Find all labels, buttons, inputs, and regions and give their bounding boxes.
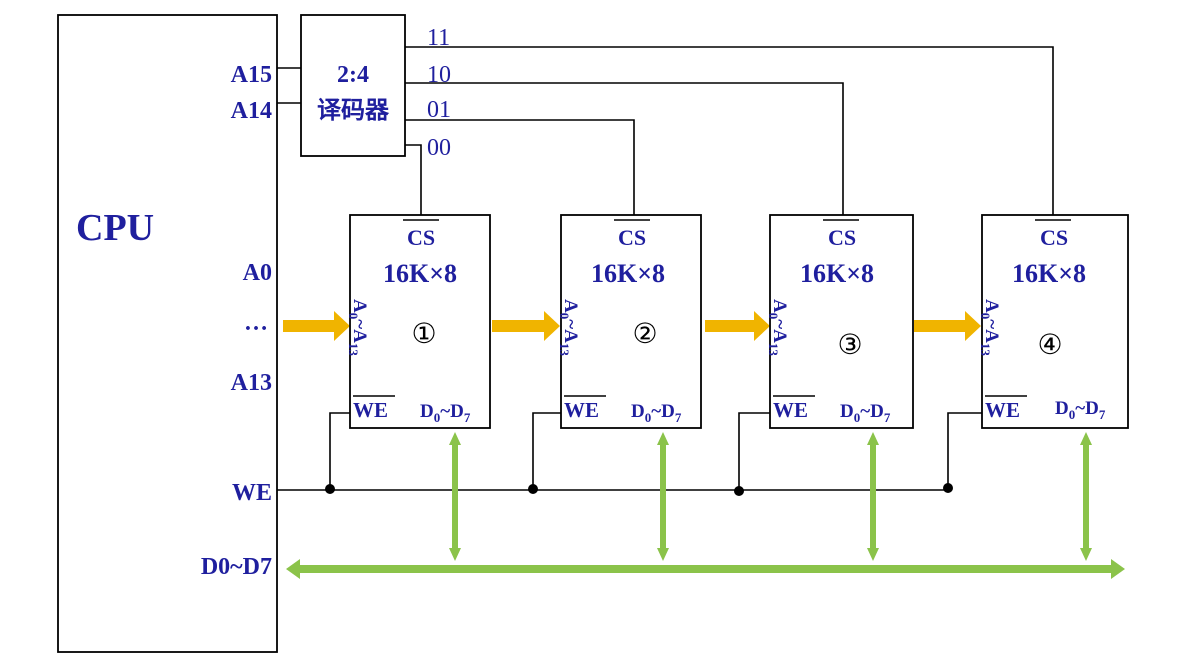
decoder-block: 2:4 译码器 11 10 01 00: [300, 14, 451, 161]
chip-cs-label: CS: [1040, 225, 1068, 250]
pin-a14-label: A14: [231, 98, 272, 124]
decoder-output-00: 00: [427, 135, 451, 161]
data-bus-arrow-up-2: [657, 432, 669, 445]
we-junction-4: [943, 483, 953, 493]
data-bus: [286, 432, 1125, 579]
chip-number: ①: [411, 317, 436, 350]
chip-we-label: WE: [773, 398, 808, 422]
memory-chip-4: CS 16K×8 ④ A0~A13 WE D0~D7: [978, 214, 1129, 429]
svg-text:A0~A13: A0~A13: [557, 299, 581, 356]
address-arrow-3: [705, 311, 770, 341]
address-arrow-4: [914, 311, 981, 341]
decoder-ratio: 2:4: [337, 62, 369, 88]
chip-data-label: D0~D7: [840, 401, 891, 425]
cpu-title: CPU: [76, 207, 154, 249]
we-bus: [277, 412, 982, 496]
chip-address-label: A0~A13: [346, 299, 370, 356]
decoder-name: 译码器: [317, 97, 390, 124]
chip-we-label: WE: [353, 398, 388, 422]
chip-number: ②: [632, 317, 657, 350]
chip-size-label: 16K×8: [800, 259, 874, 288]
pin-a13-label: A13: [231, 370, 272, 396]
cpu-block: CPU A15 A14 A0 … A13 WE D0~D7: [57, 14, 278, 653]
chip-number: ③: [837, 328, 862, 361]
data-bus-arrow-down-1: [449, 548, 461, 561]
chip-size-label: 16K×8: [591, 259, 665, 288]
data-bus-arrow-down-4: [1080, 548, 1092, 561]
svg-text:A0~A13: A0~A13: [766, 299, 790, 356]
chip-cs-label: CS: [828, 225, 856, 250]
address-arrows: [283, 311, 981, 341]
pin-a0-label: A0: [243, 260, 272, 286]
chip-address-label: A0~A13: [557, 299, 581, 356]
we-junction-1: [325, 484, 335, 494]
chip-address-label: A0~A13: [978, 299, 1002, 356]
decoder-output-11: 11: [427, 25, 450, 51]
pin-dots-label: …: [244, 310, 268, 336]
we-junction-2: [528, 484, 538, 494]
data-bus-arrow-up-3: [867, 432, 879, 445]
chip-data-label: D0~D7: [420, 401, 471, 425]
svg-text:A0~A13: A0~A13: [346, 299, 370, 356]
we-junction-3: [734, 486, 744, 496]
chip-size-label: 16K×8: [383, 259, 457, 288]
pin-we-label: WE: [232, 480, 272, 506]
svg-text:A0~A13: A0~A13: [978, 299, 1002, 356]
chip-cs-label: CS: [407, 225, 435, 250]
chip-data-label: D0~D7: [631, 401, 682, 425]
data-bus-horizontal: [286, 559, 1125, 579]
decoder-output-01: 01: [427, 97, 451, 123]
chip-we-label: WE: [564, 398, 599, 422]
chip-data-label: D0~D7: [1055, 398, 1106, 422]
chip-select-wires: [405, 46, 1054, 215]
chip-we-label: WE: [985, 398, 1020, 422]
memory-chip-1: CS 16K×8 ① A0~A13 WE D0~D7: [346, 214, 491, 429]
chip-number: ④: [1037, 328, 1062, 361]
chip-cs-label: CS: [618, 225, 646, 250]
memory-chip-2: CS 16K×8 ② A0~A13 WE D0~D7: [557, 214, 702, 429]
decoder-output-10: 10: [427, 62, 451, 88]
address-arrow-1: [283, 311, 350, 341]
data-bus-arrow-down-2: [657, 548, 669, 561]
chip-size-label: 16K×8: [1012, 259, 1086, 288]
data-bus-arrow-down-3: [867, 548, 879, 561]
address-high-wires: [277, 67, 301, 104]
pin-data-label: D0~D7: [201, 554, 272, 580]
data-bus-arrow-up-4: [1080, 432, 1092, 445]
address-arrow-2: [492, 311, 560, 341]
memory-chip-3: CS 16K×8 ③ A0~A13 WE D0~D7: [766, 214, 914, 429]
pin-a15-label: A15: [231, 62, 272, 88]
data-bus-arrow-up-1: [449, 432, 461, 445]
chip-address-label: A0~A13: [766, 299, 790, 356]
